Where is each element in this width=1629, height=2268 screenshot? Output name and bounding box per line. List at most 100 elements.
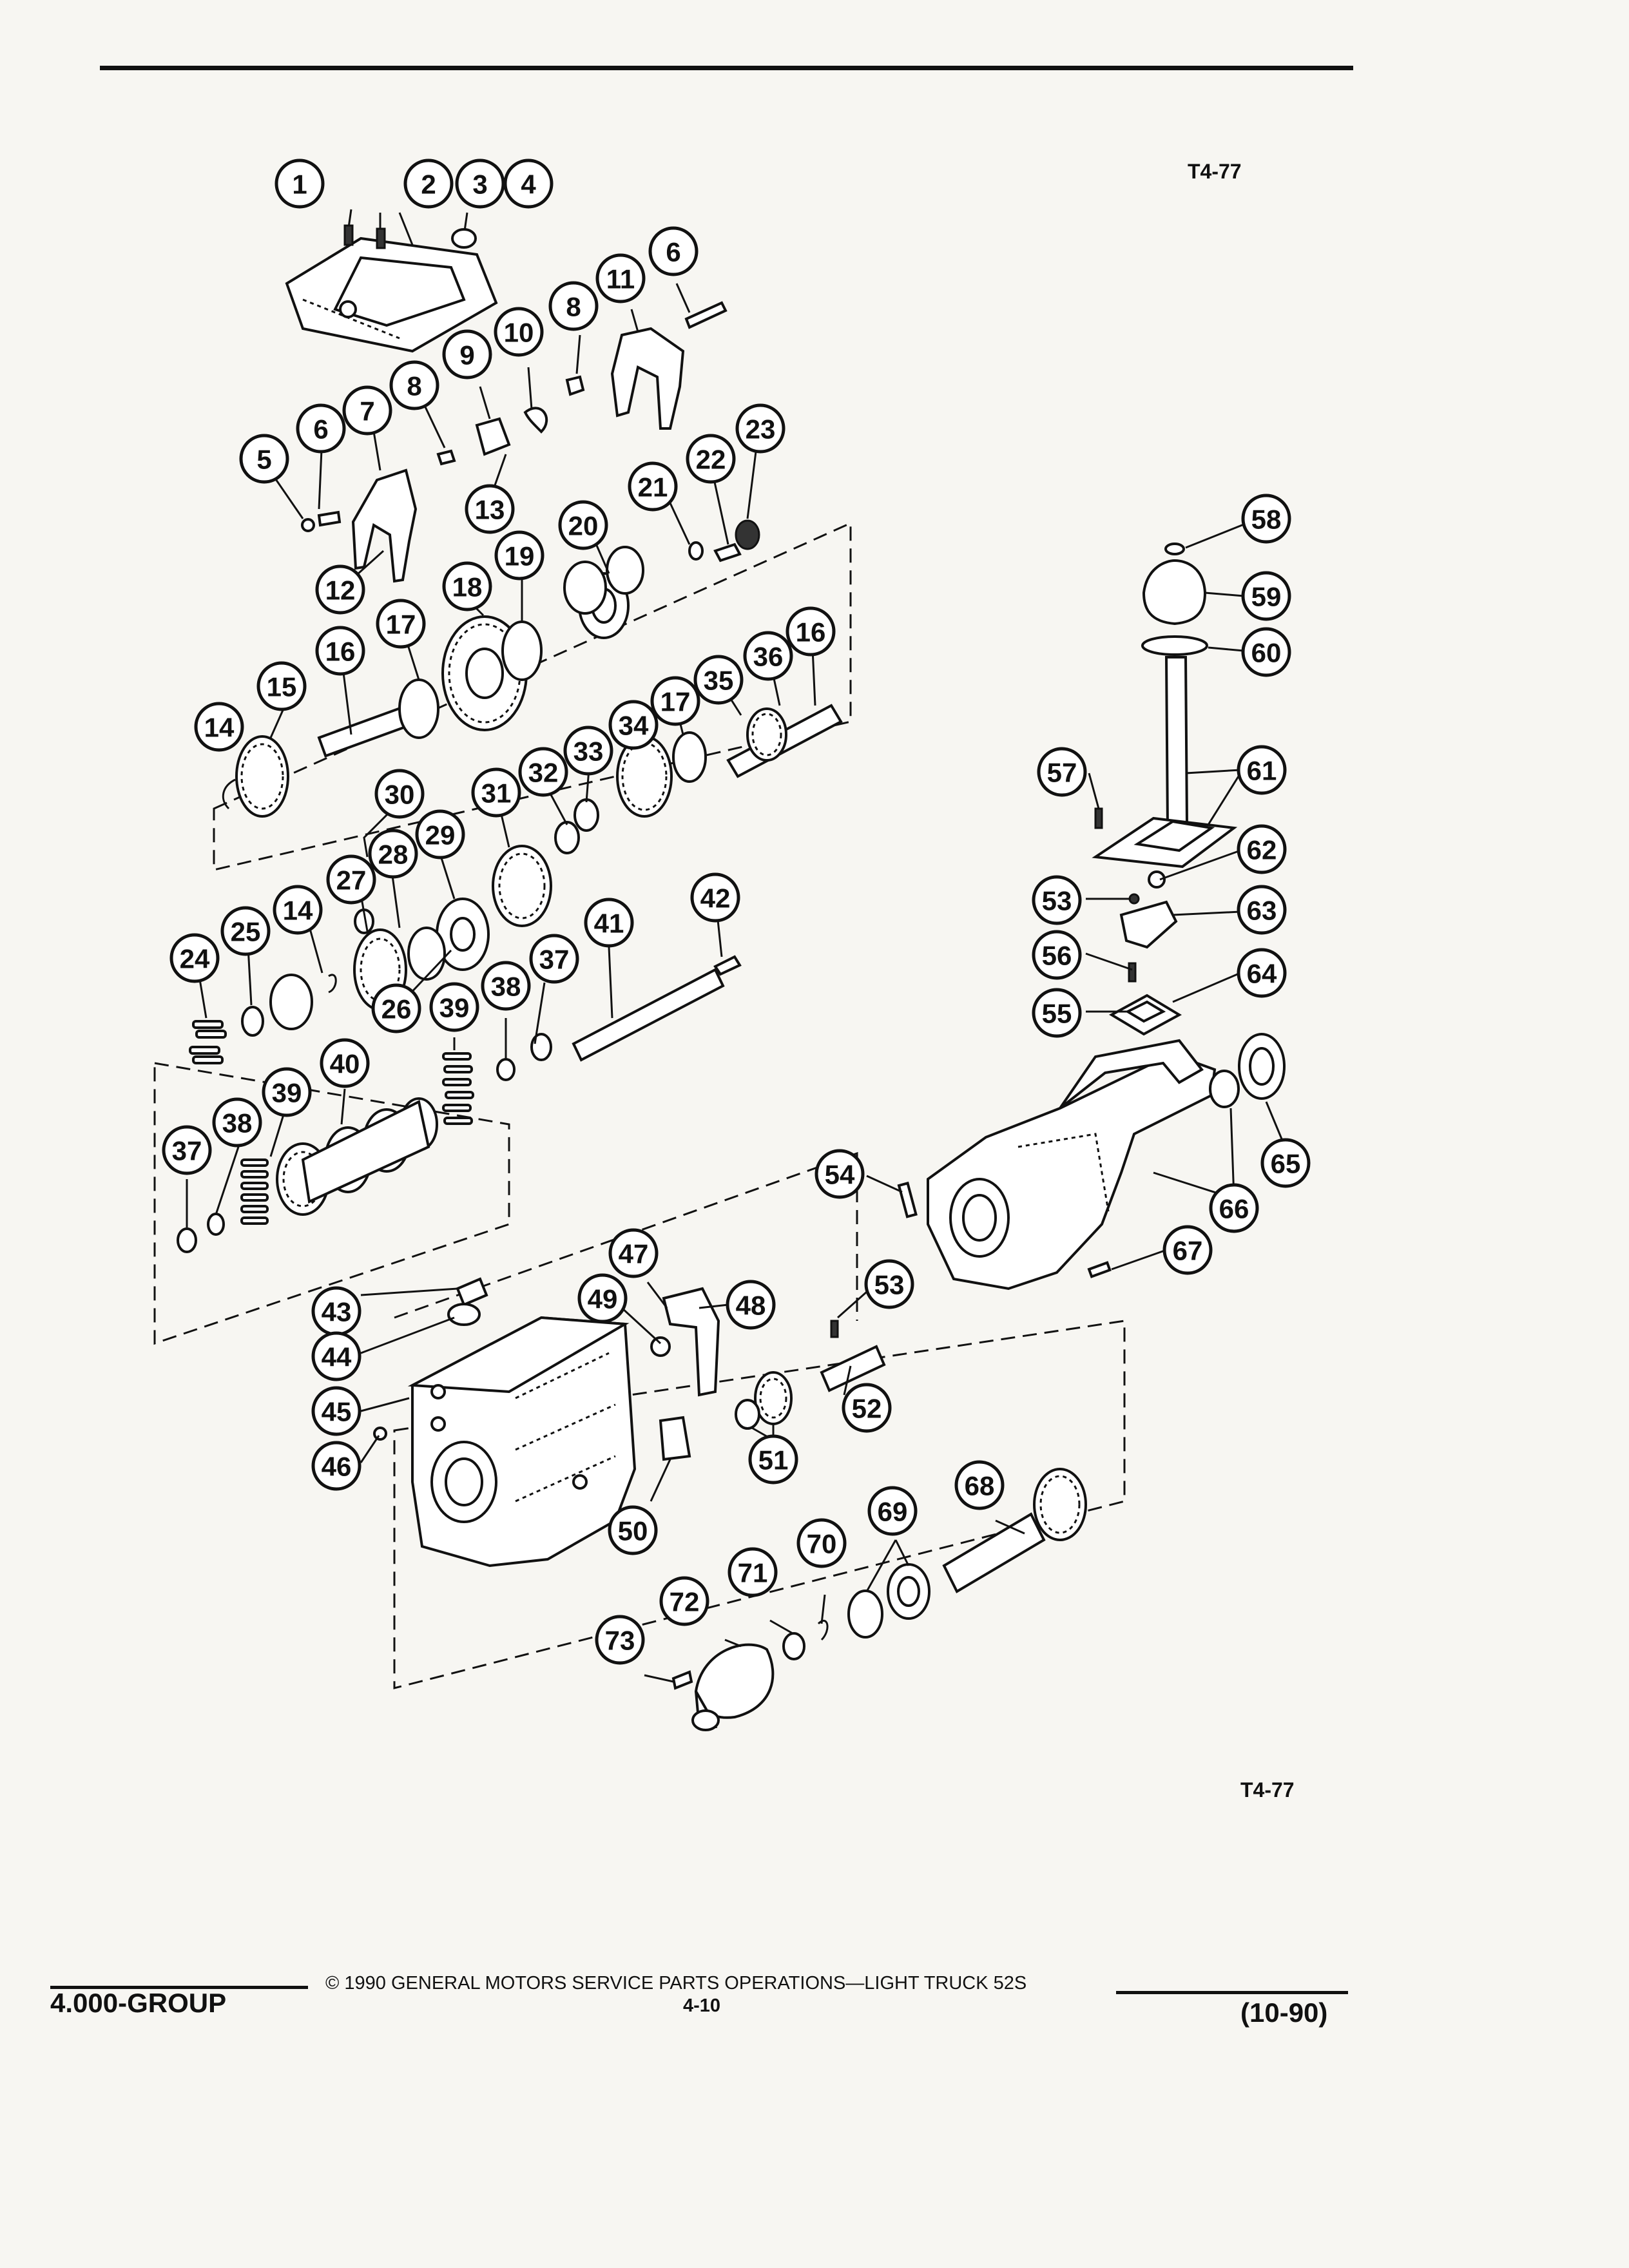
callout-number: 59	[1251, 582, 1282, 612]
callout-55: 55	[1032, 988, 1082, 1038]
callout-circle	[212, 1097, 262, 1148]
callout-number: 35	[704, 666, 734, 696]
figure-ref-top: T4-77	[1188, 160, 1242, 183]
callout-number: 36	[753, 642, 784, 672]
callout-circle	[371, 983, 421, 1033]
callout-number: 8	[566, 292, 581, 322]
callout-circle	[796, 1518, 847, 1568]
callout-circle	[690, 872, 740, 923]
callout-30: 30	[374, 769, 425, 819]
callout-number: 6	[666, 237, 680, 267]
callout-number: 10	[504, 318, 534, 348]
callout-53: 53	[1032, 875, 1082, 925]
callout-49: 49	[577, 1273, 628, 1323]
callout-number: 22	[696, 445, 726, 475]
callout-circle	[315, 564, 365, 615]
callout-number: 26	[381, 994, 412, 1024]
footer-group: 4.000-GROUP	[50, 1988, 227, 2018]
callout-circle	[1237, 948, 1287, 998]
footer-copyright: © 1990 GENERAL MOTORS SERVICE PARTS OPER…	[325, 1973, 1027, 1994]
reverse-idler	[650, 1287, 886, 1430]
callout-circle	[296, 403, 346, 454]
callout-32: 32	[518, 747, 568, 797]
callout-9: 9	[442, 329, 492, 380]
callout-number: 73	[605, 1626, 635, 1656]
callout-number: 17	[660, 687, 691, 717]
callout-number: 55	[1042, 999, 1072, 1029]
callout-circle	[693, 655, 744, 705]
callout-circle	[518, 747, 568, 797]
callout-number: 41	[594, 908, 624, 939]
callout-circle	[311, 1441, 361, 1491]
callout-number: 29	[425, 820, 456, 850]
callout-7: 7	[342, 385, 392, 436]
callout-circle	[1241, 627, 1291, 677]
callout-58: 58	[1241, 494, 1291, 544]
callout-number: 50	[618, 1516, 648, 1546]
callout-circle	[686, 434, 736, 484]
callout-circle	[455, 159, 505, 209]
callout-21: 21	[628, 461, 678, 512]
callout-circle	[368, 829, 418, 879]
callout-circle	[659, 1576, 709, 1626]
callout-number: 38	[222, 1108, 253, 1139]
callout-53: 53	[864, 1259, 914, 1309]
footer-page-number: 4-10	[683, 1995, 721, 2016]
callout-circle	[273, 885, 323, 935]
callout-54: 54	[815, 1149, 865, 1199]
callout-circle	[1037, 747, 1087, 797]
callout-number: 7	[360, 396, 374, 427]
callout-number: 62	[1247, 835, 1277, 865]
callout-circle	[1162, 1225, 1213, 1275]
callout-31: 31	[471, 767, 521, 818]
callout-number: 8	[407, 371, 421, 401]
callout-number: 19	[505, 541, 535, 572]
callout-number: 53	[1042, 886, 1072, 916]
callout-number: 45	[322, 1397, 352, 1427]
callout-circle	[748, 1434, 798, 1485]
callout-number: 65	[1271, 1149, 1301, 1179]
callout-number: 51	[758, 1445, 789, 1475]
callout-18: 18	[442, 561, 492, 611]
callout-29: 29	[415, 809, 465, 860]
footer-date: (10-90)	[1240, 1997, 1328, 2028]
callout-circle	[584, 898, 634, 948]
callout-circle	[954, 1460, 1005, 1510]
callout-number: 21	[638, 472, 668, 503]
callout-number: 44	[322, 1342, 352, 1372]
callout-2: 2	[403, 159, 454, 209]
callout-23: 23	[735, 403, 786, 454]
callout-46: 46	[311, 1441, 361, 1491]
callout-number: 2	[421, 169, 436, 200]
callout-8: 8	[548, 281, 599, 331]
callout-72: 72	[659, 1576, 709, 1626]
callout-number: 23	[746, 414, 776, 445]
callout-43: 43	[311, 1286, 361, 1336]
callout-circle	[465, 484, 515, 534]
callout-number: 25	[231, 917, 261, 947]
callout-number: 72	[670, 1587, 700, 1617]
callout-circle	[376, 599, 426, 649]
callout-3: 3	[455, 159, 505, 209]
needle-bearings-left	[189, 1020, 227, 1064]
callout-20: 20	[558, 500, 608, 550]
callout-circle	[563, 726, 613, 776]
callout-circle	[608, 700, 659, 750]
callout-circle	[1237, 824, 1287, 874]
callout-circle	[320, 1038, 370, 1088]
callout-number: 53	[874, 1270, 905, 1300]
callout-number: 14	[283, 896, 313, 926]
callout-number: 28	[378, 840, 409, 870]
callout-circle	[275, 159, 325, 209]
callout-circle	[403, 159, 454, 209]
callout-67: 67	[1162, 1225, 1213, 1275]
callout-circle	[415, 809, 465, 860]
callout-circle	[315, 626, 365, 676]
callout-circle	[558, 500, 608, 550]
callout-number: 42	[700, 883, 731, 914]
callout-number: 70	[807, 1529, 837, 1559]
callout-number: 66	[1219, 1194, 1249, 1224]
callout-circle	[342, 385, 392, 436]
figure-ref-bottom: T4-77	[1240, 1778, 1295, 1802]
callout-40: 40	[320, 1038, 370, 1088]
